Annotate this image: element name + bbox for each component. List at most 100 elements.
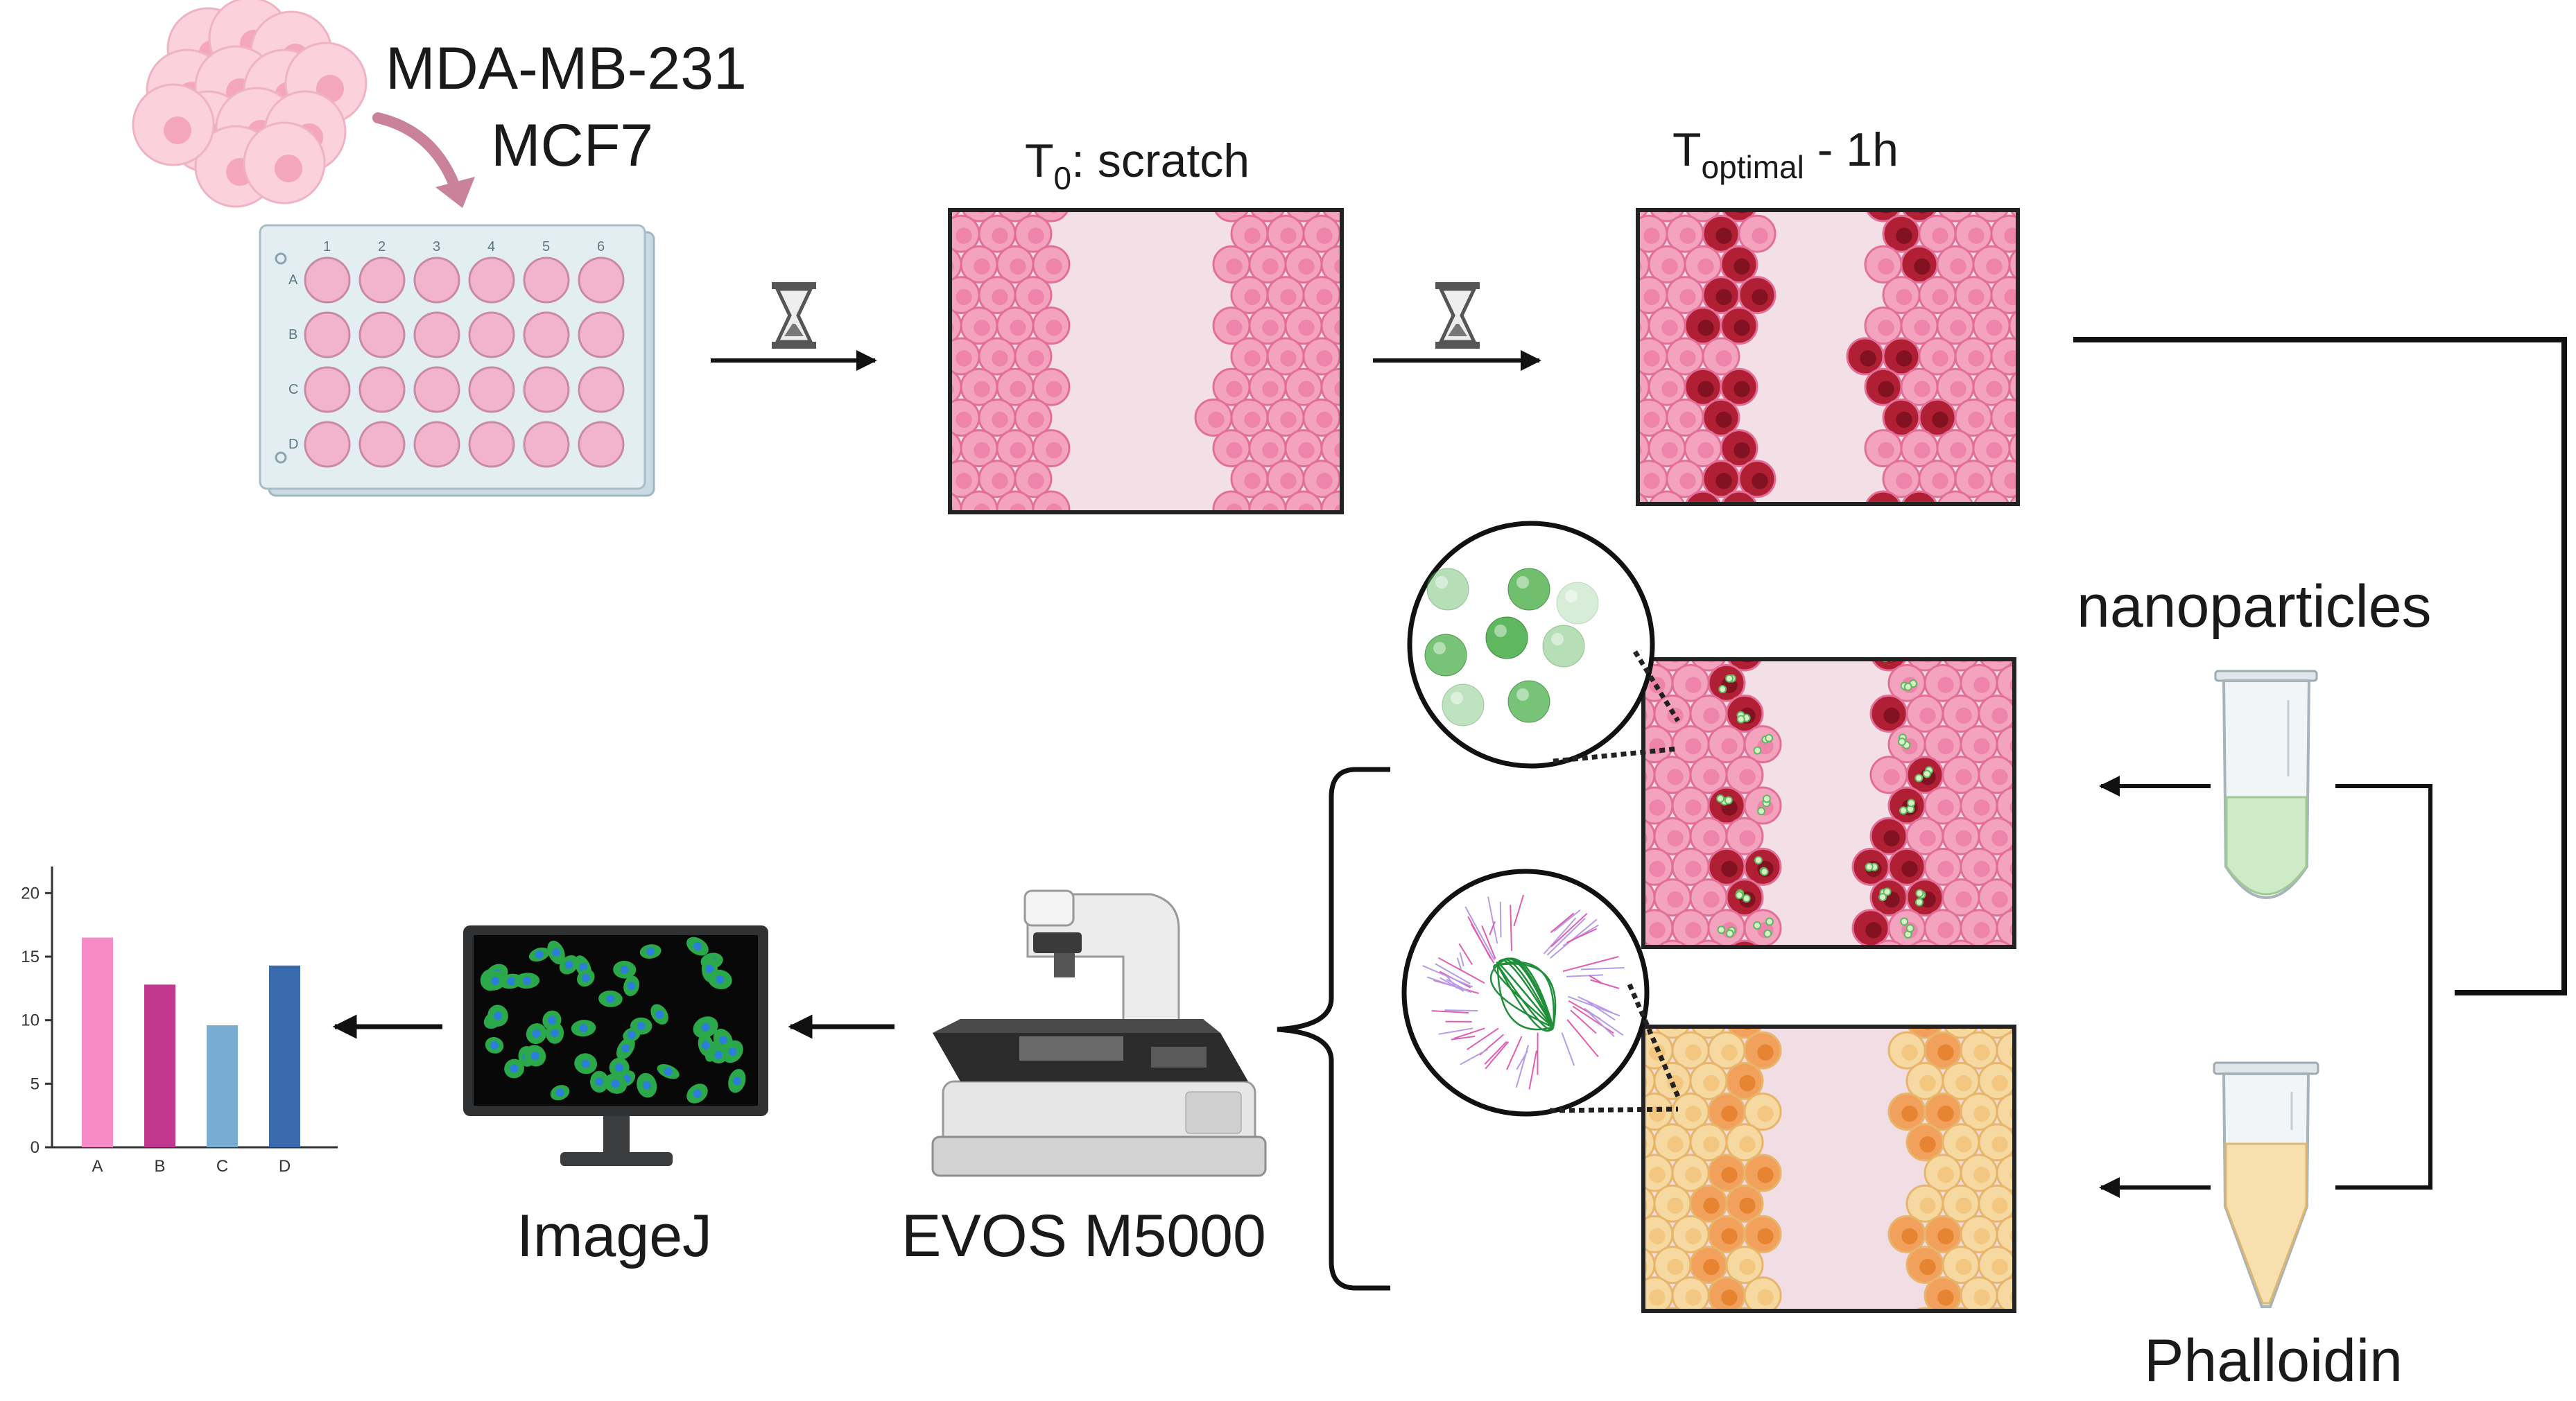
cell-nucleus — [1703, 952, 1719, 968]
cell — [1733, 1307, 1756, 1311]
nanoparticle-highlight — [1435, 576, 1448, 589]
cell-nucleus — [2009, 861, 2014, 876]
cell-nucleus — [1262, 442, 1279, 459]
cell-nucleus — [1703, 830, 1720, 846]
cell-nucleus — [1316, 288, 1333, 306]
cell — [1338, 345, 1342, 367]
nanoparticle-tube-icon — [2214, 670, 2318, 899]
cell-nucleus — [1986, 442, 2003, 459]
nanoparticle-dot — [1914, 898, 1924, 907]
actin-fibre — [1510, 905, 1513, 951]
cell-nucleus — [2009, 1045, 2014, 1060]
nanoparticle-dot — [1735, 891, 1744, 900]
plate-well — [304, 421, 351, 468]
cell-nucleus — [1316, 227, 1333, 244]
cell-nucleus — [1679, 288, 1696, 306]
cell-nucleus — [1667, 952, 1683, 968]
cell-nucleus — [1643, 473, 1660, 489]
plate-well — [523, 256, 570, 304]
cell-nucleus — [1896, 350, 1912, 367]
cell-nucleus — [1667, 1136, 1684, 1153]
cell-nucleus — [1661, 320, 1678, 336]
y-tick-label: 10 — [21, 1011, 40, 1030]
actin-fibre — [1426, 976, 1472, 993]
cell-nucleus — [1010, 258, 1026, 275]
fluorescent-nucleus — [564, 960, 573, 969]
cell-nucleus — [1661, 442, 1678, 459]
actin-zoom-circle — [1401, 869, 1681, 1117]
cell-nucleus — [1280, 288, 1297, 306]
fluorescent-nucleus — [701, 1023, 710, 1032]
cell-nucleus — [1316, 473, 1333, 489]
cell-nucleus — [1739, 1258, 1756, 1276]
nanoparticle — [1556, 582, 1599, 625]
cell-nucleus — [1973, 922, 1990, 939]
cell — [1338, 407, 1342, 428]
plate-well — [578, 421, 625, 468]
plate-row-label: B — [288, 327, 298, 342]
cell-cluster-icon — [132, 0, 368, 208]
cell-nucleus — [1661, 381, 1678, 397]
cell-nucleus — [974, 381, 990, 397]
nanoparticle-highlight — [1494, 625, 1507, 637]
nanoparticle-dot — [1890, 647, 1896, 654]
actin-fibre — [1553, 909, 1581, 932]
nanoparticle-dot — [1734, 960, 1741, 967]
cell-nucleus — [1878, 381, 1894, 397]
cell-nucleus — [1703, 1320, 1719, 1336]
cell-nucleus — [1955, 769, 1972, 785]
actin-fibre — [1577, 995, 1613, 1013]
cell — [1996, 909, 2014, 947]
plate-well — [468, 311, 515, 358]
plate-row-label: A — [288, 272, 298, 288]
actin-fibre — [1489, 921, 1496, 936]
actin-fibre — [1566, 928, 1597, 943]
cell-nucleus — [1919, 1320, 1935, 1336]
cell-nucleus — [1703, 1136, 1720, 1153]
nanoparticle — [1507, 568, 1550, 611]
plate-well — [304, 311, 351, 358]
cell-nucleus — [1968, 411, 1985, 428]
actin-fibre — [1484, 1041, 1507, 1065]
actin-fibre — [1459, 952, 1464, 967]
actin-fibre — [1550, 912, 1575, 933]
cell — [1338, 284, 1342, 306]
cell-nucleus — [1878, 258, 1894, 275]
cell-nucleus — [1757, 1228, 1774, 1245]
fluorescent-nucleus — [581, 1059, 590, 1068]
cell-nucleus — [1643, 411, 1660, 428]
cell-nucleus — [1752, 288, 1768, 306]
cell-nucleus — [1739, 1136, 1756, 1153]
nanoparticle-dot — [1724, 674, 1734, 683]
cell-nucleus — [1226, 320, 1243, 336]
actin-fibre — [1481, 925, 1496, 959]
cell — [1996, 1093, 2014, 1131]
cell-nucleus — [1649, 1289, 1666, 1306]
fluorescent-nucleus — [621, 1044, 630, 1053]
fluorescent-nucleus — [693, 1089, 702, 1098]
cell-nucleus — [2009, 1106, 2014, 1122]
cell — [1973, 490, 2010, 504]
seeding-arrow-icon — [372, 112, 463, 200]
cell-nucleus — [1883, 707, 1900, 724]
cell-nucleus — [1661, 258, 1678, 275]
nanoparticle-dot — [1737, 957, 1744, 964]
actin-fibre — [1506, 1036, 1523, 1070]
cell-nucleus — [1973, 799, 1990, 816]
fluorescent-nucleus — [615, 1063, 624, 1072]
actin-fibre — [1456, 957, 1462, 972]
nanoparticle-dot — [1907, 799, 1916, 808]
actin-fibre — [1487, 896, 1498, 944]
actin-fibre — [1451, 1035, 1476, 1041]
cell-nucleus — [1739, 769, 1756, 785]
nanoparticle-dot — [1754, 855, 1763, 864]
cell — [1996, 1031, 2014, 1070]
nanoparticle-dot — [1724, 796, 1733, 805]
cell-nucleus — [974, 503, 990, 512]
cell-nucleus — [1955, 707, 1972, 724]
cell-nucleus — [1721, 860, 1738, 878]
cell-nucleus — [1991, 952, 2007, 968]
cell-nucleus — [1739, 1197, 1756, 1214]
cell-nucleus — [1697, 258, 1714, 275]
nanoparticle-highlight — [1516, 576, 1529, 589]
